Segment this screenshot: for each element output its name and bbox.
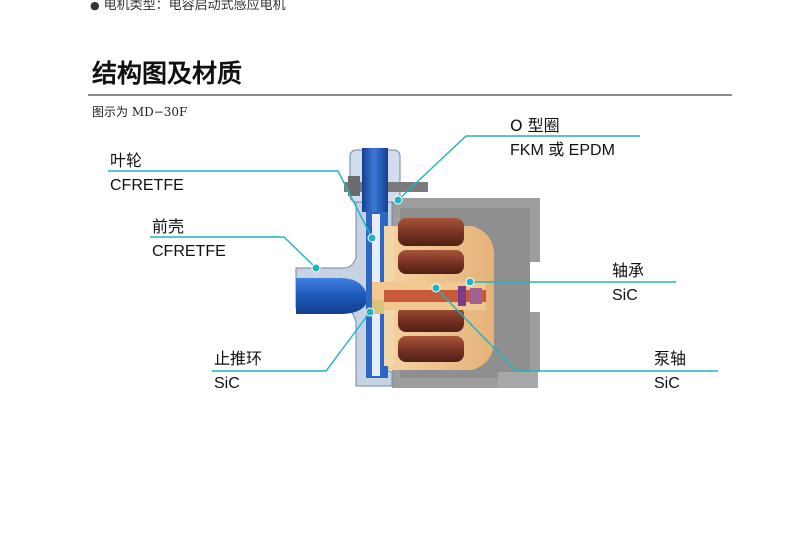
impeller-name: 叶轮	[110, 151, 143, 170]
leader-o-ring	[397, 135, 640, 201]
label-impeller: 叶轮 CFRETFE	[110, 148, 184, 198]
title-divider	[88, 94, 732, 96]
thrust-ring-name: 止推环	[214, 349, 263, 368]
dot-front-casing	[311, 263, 321, 273]
figure-caption: 图示为 MD−30F	[92, 105, 188, 119]
motor-type-note: ●电机类型：电容启动式感应电机	[90, 0, 286, 13]
bearing-material: SiC	[612, 287, 638, 304]
label-front-casing: 前壳 CFRETFE	[152, 214, 226, 264]
label-bearing: 轴承 SiC	[612, 258, 644, 308]
leader-lines	[108, 135, 718, 372]
leader-dots	[311, 195, 475, 317]
label-pump-shaft: 泵轴 SiC	[654, 346, 686, 396]
dot-pump-shaft	[431, 283, 441, 293]
bullet-icon: ●	[90, 0, 100, 12]
leader-impeller	[108, 170, 373, 239]
dot-bearing	[465, 277, 475, 287]
thrust-ring-material: SiC	[214, 375, 240, 392]
dot-thrust-ring	[365, 307, 375, 317]
pump-shaft-name: 泵轴	[654, 349, 687, 368]
motor-type-text: 电机类型：电容启动式感应电机	[103, 0, 286, 13]
o-ring-material: FKM 或 EPDM	[510, 142, 615, 159]
bearing-name: 轴承	[612, 261, 645, 280]
stator-coils	[398, 218, 464, 362]
label-o-ring: O 型圈 FKM 或 EPDM	[510, 113, 615, 163]
o-ring-name: O 型圈	[510, 116, 560, 135]
label-thrust-ring: 止推环 SiC	[214, 346, 262, 396]
impeller-material: CFRETFE	[110, 177, 184, 194]
dot-o-ring	[393, 195, 403, 205]
dot-impeller	[367, 233, 377, 243]
shaft-assembly	[372, 282, 486, 314]
leader-thrust-ring	[212, 311, 371, 372]
leader-pump-shaft	[435, 287, 718, 372]
front-casing-name: 前壳	[152, 217, 185, 236]
pump-shaft-material: SiC	[654, 375, 680, 392]
front-casing-material: CFRETFE	[152, 243, 226, 260]
section-title: 结构图及材质	[92, 59, 243, 88]
leader-front-casing	[150, 236, 317, 269]
